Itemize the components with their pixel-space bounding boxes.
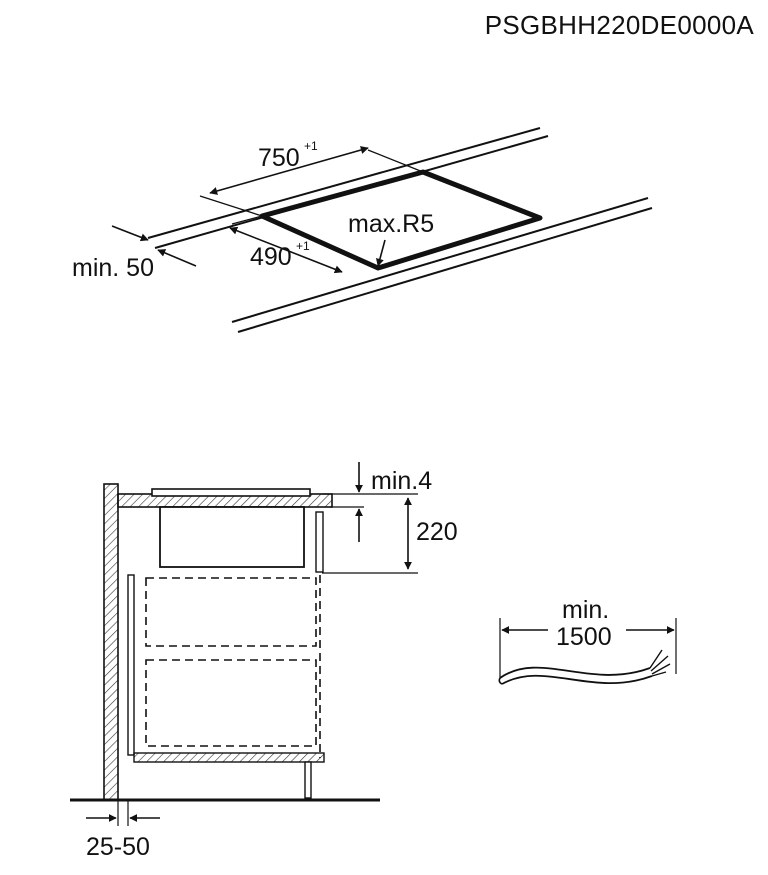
cabinet-bottom bbox=[133, 752, 325, 763]
cabinet-front-upper bbox=[315, 511, 324, 573]
drawer-lower bbox=[145, 659, 317, 747]
corner-radius-arrow bbox=[376, 239, 386, 267]
cabinet-side-left bbox=[127, 574, 135, 756]
edge-distance-arrow-bottom bbox=[157, 249, 197, 267]
corner-radius-label: max.R5 bbox=[348, 210, 434, 238]
extension-lines bbox=[199, 149, 424, 269]
width-value: 750 bbox=[258, 144, 300, 172]
gap-label: min.4 bbox=[371, 467, 432, 495]
depth-tolerance: +1 bbox=[296, 239, 310, 253]
cable-length-label-line1: min. bbox=[562, 596, 609, 624]
drawers bbox=[145, 575, 321, 758]
depth-value: 490 bbox=[250, 243, 292, 271]
edge-distance-arrow-top bbox=[111, 225, 149, 242]
depth-dimension-arrow bbox=[229, 226, 343, 274]
hob-body bbox=[159, 506, 305, 568]
width-tolerance: +1 bbox=[304, 139, 318, 153]
worktop-perspective: 750 +1 490 +1 max.R5 min. 50 bbox=[72, 127, 653, 333]
power-cable: min. 1500 bbox=[498, 596, 677, 685]
width-dimension-arrow bbox=[209, 146, 369, 195]
wall-distance-label: 25-50 bbox=[86, 833, 150, 861]
cabinet-section: 220 min.4 25-50 bbox=[70, 462, 458, 861]
plinth bbox=[304, 761, 312, 799]
height-label: 220 bbox=[416, 518, 458, 546]
cable-wires bbox=[649, 649, 671, 677]
drawer-upper bbox=[145, 577, 317, 647]
document-code: PSGBHH220DE0000A bbox=[484, 10, 754, 40]
hob-glass bbox=[151, 488, 311, 497]
edge-distance-label: min. 50 bbox=[72, 254, 154, 282]
cable-length-label-line2: 1500 bbox=[556, 623, 612, 651]
cable-body bbox=[499, 666, 653, 685]
wall bbox=[103, 483, 119, 801]
